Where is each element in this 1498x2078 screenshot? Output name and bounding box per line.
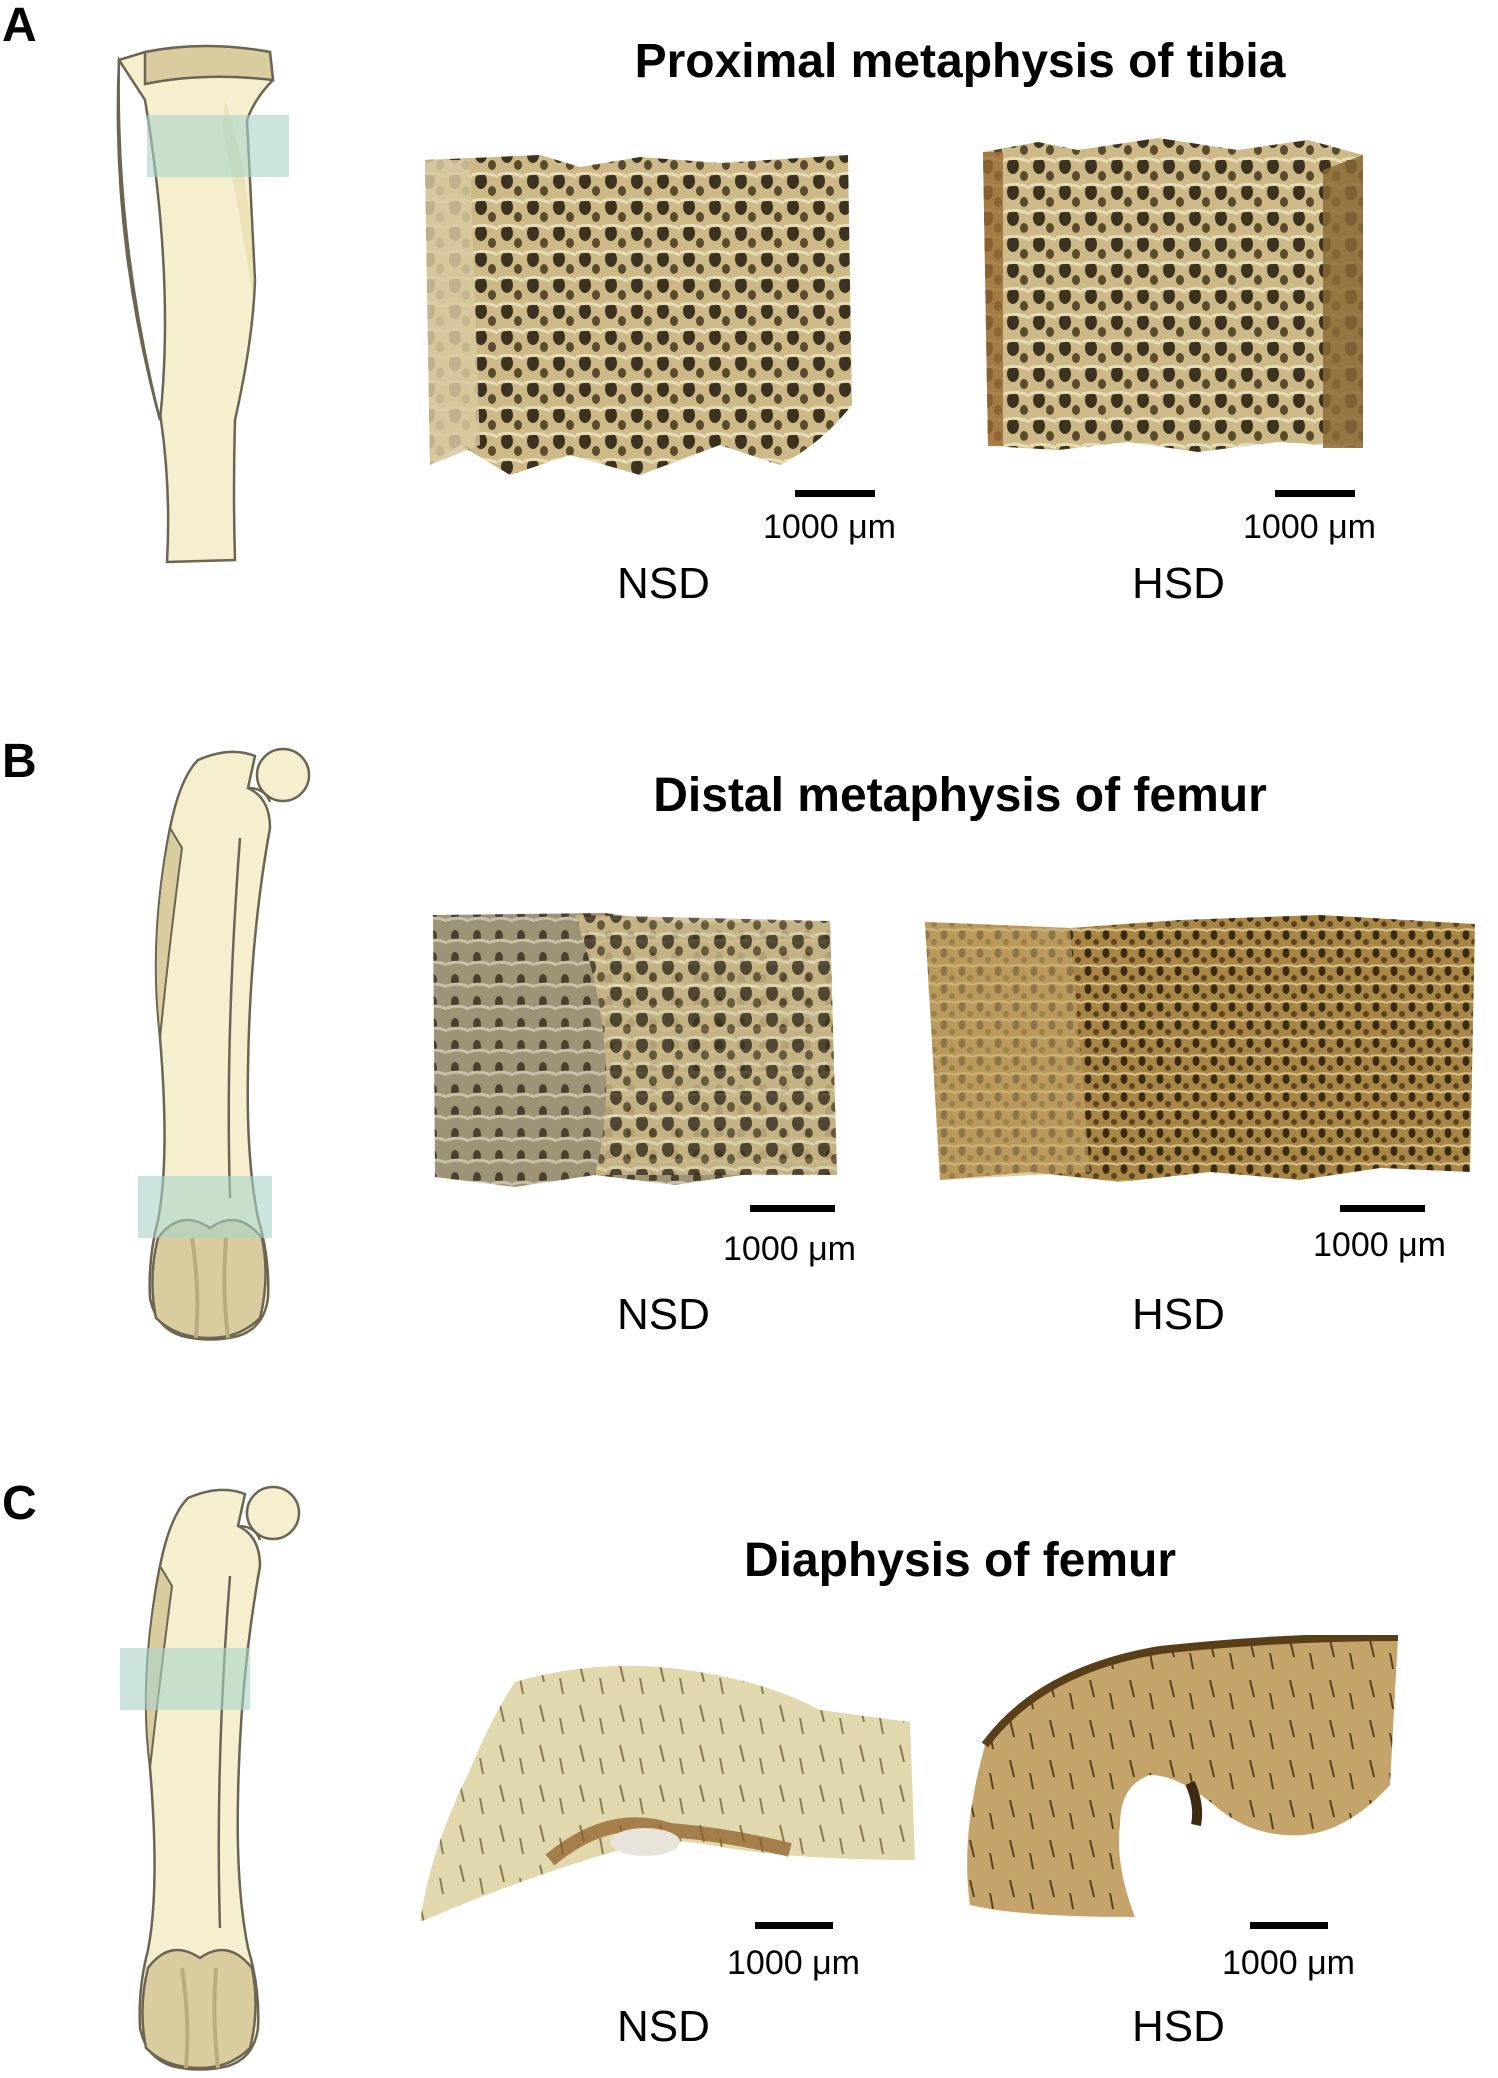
tibia-icon (116, 44, 289, 564)
panel-title-a: Proximal metaphysis of tibia (634, 35, 1286, 88)
region-highlight (147, 115, 289, 177)
scale-bar (755, 1922, 833, 1929)
scale-bar (1275, 490, 1355, 497)
scan-image-c-hsd (967, 1635, 1399, 1917)
panel-letter-a: A (2, 0, 37, 52)
scan-image-a-nsd (425, 155, 852, 475)
group-label-nsd: NSD (617, 1290, 710, 1339)
scale-bar (1250, 1922, 1328, 1929)
panel-title-c: Diaphysis of femur (743, 1534, 1177, 1587)
femur-icon (138, 747, 311, 1341)
group-label-nsd: NSD (617, 559, 710, 608)
scan-image-a-hsd (983, 138, 1363, 452)
scale-label: 1000 μm (763, 508, 896, 546)
scale-label: 1000 μm (1313, 1226, 1446, 1264)
group-label-nsd: NSD (617, 2002, 710, 2051)
femur-icon (120, 1485, 301, 2071)
group-label-hsd: HSD (1132, 559, 1225, 608)
scale-label: 1000 μm (727, 1944, 860, 1982)
scale-bar (750, 1205, 835, 1212)
panel-letter-c: C (2, 1477, 37, 1530)
region-highlight (138, 1176, 272, 1238)
panel-letter-b: B (2, 735, 37, 788)
scan-image-b-nsd (433, 913, 837, 1187)
group-label-hsd: HSD (1132, 1290, 1225, 1339)
scale-bar (1340, 1205, 1425, 1212)
scale-label: 1000 μm (1222, 1944, 1355, 1982)
panel-title-b: Distal metaphysis of femur (653, 769, 1267, 822)
scan-image-b-hsd (925, 915, 1475, 1182)
group-label-hsd: HSD (1132, 2002, 1225, 2051)
scale-bar (795, 490, 875, 497)
scan-image-c-nsd (420, 1665, 915, 1922)
region-highlight (120, 1648, 250, 1710)
scale-label: 1000 μm (1243, 508, 1376, 546)
scale-label: 1000 μm (723, 1230, 856, 1268)
